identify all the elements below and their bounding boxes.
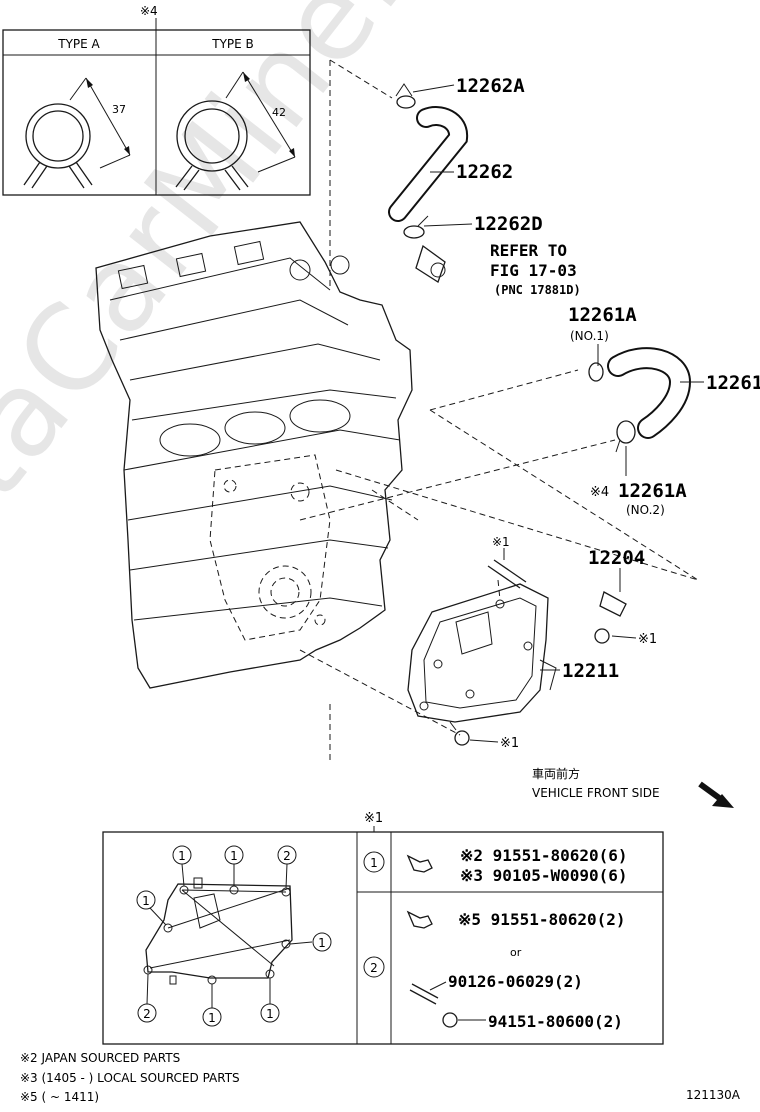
note-4: ※4 [590, 485, 609, 500]
loc-circle-5: 1 [318, 936, 326, 950]
vehicle-direction: 車両前方 VEHICLE FRONT SIDE [532, 766, 734, 808]
table-header-note: ※1 [364, 811, 383, 826]
front-arrow-icon [698, 781, 734, 808]
row-2-line-2: 90126-06029(2) [448, 972, 583, 991]
row-2-line-1: ※5 91551-80620(2) [458, 910, 626, 929]
label-leaders [412, 84, 704, 743]
type-b-dimension: 42 [272, 106, 286, 119]
fasteners [449, 559, 627, 746]
note-1-nut: ※1 [638, 632, 657, 647]
row-1-line-2: ※3 90105-W0090(6) [460, 866, 628, 885]
clamp-type-inset: ※4 TYPE A TYPE B 37 [2, 4, 311, 196]
label-12204: 12204 [588, 547, 645, 569]
refer-line-1: REFER TO [490, 241, 567, 260]
water-outlet-housing-12211 [407, 583, 557, 723]
loc-circle-4: 1 [142, 894, 150, 908]
engine-block-illustration [95, 221, 413, 689]
figure-id: 121130A [686, 1088, 741, 1102]
clamp-type-a-drawing: 37 [23, 77, 131, 189]
row-2-line-3: 94151-80600(2) [488, 1012, 623, 1031]
footnote-3: ※3 (1405 - ) LOCAL SOURCED PARTS [20, 1071, 240, 1085]
bolt-location-diagram: 1 1 2 1 1 2 1 1 [136, 845, 332, 1027]
loc-circle-6: 2 [143, 1007, 151, 1021]
clamp-type-b-drawing: 42 [175, 71, 296, 191]
label-12261: 12261 [706, 372, 760, 394]
label-12262: 12262 [456, 161, 513, 183]
row-1-line-1: ※2 91551-80620(6) [460, 846, 628, 865]
type-b-label: TYPE B [211, 37, 254, 51]
label-12262D: 12262D [474, 213, 543, 235]
loc-circle-7: 1 [208, 1011, 216, 1025]
loc-circle-1: 1 [178, 849, 186, 863]
bolt-icon [406, 910, 433, 929]
loc-circle-2: 1 [230, 849, 238, 863]
part-labels: 12262A 12262 12262D REFER TO FIG 17-03 (… [456, 75, 760, 751]
label-12261A-no2: 12261A [618, 480, 687, 502]
nut-icon [442, 1012, 458, 1028]
refer-line-3: (PNC 17881D) [494, 283, 581, 297]
row-2-key: 2 [370, 961, 378, 975]
label-12211: 12211 [562, 660, 619, 682]
bolt-table: ※1 [102, 811, 664, 1045]
label-no1: (NO.1) [570, 329, 609, 343]
label-12262A: 12262A [456, 75, 525, 97]
refer-line-2: FIG 17-03 [490, 261, 577, 280]
loc-circle-8: 1 [266, 1007, 274, 1021]
table-frame [102, 831, 664, 1045]
footnote-5: ※5 ( ~ 1411) [20, 1090, 99, 1104]
direction-jp: 車両前方 [532, 766, 580, 781]
hose-12262-drawing [388, 83, 468, 283]
note-1-stud: ※1 [492, 535, 510, 549]
type-a-dimension: 37 [112, 103, 126, 116]
row-2-or: or [510, 946, 522, 959]
type-a-label: TYPE A [57, 37, 100, 51]
label-12261A-no1: 12261A [568, 304, 637, 326]
footnote-2: ※2 JAPAN SOURCED PARTS [20, 1051, 180, 1065]
inset-note: ※4 [140, 4, 158, 18]
hose-12261-drawing [588, 347, 692, 453]
note-1-bolt: ※1 [500, 736, 519, 751]
label-no2: (NO.2) [626, 503, 665, 517]
row-1-key: 1 [370, 856, 378, 870]
loc-circle-3: 2 [283, 849, 291, 863]
direction-en: VEHICLE FRONT SIDE [532, 786, 660, 800]
bolt-icon [406, 854, 433, 873]
footnotes: ※2 JAPAN SOURCED PARTS ※3 (1405 - ) LOCA… [20, 1051, 741, 1104]
stud-icon [409, 983, 439, 1005]
